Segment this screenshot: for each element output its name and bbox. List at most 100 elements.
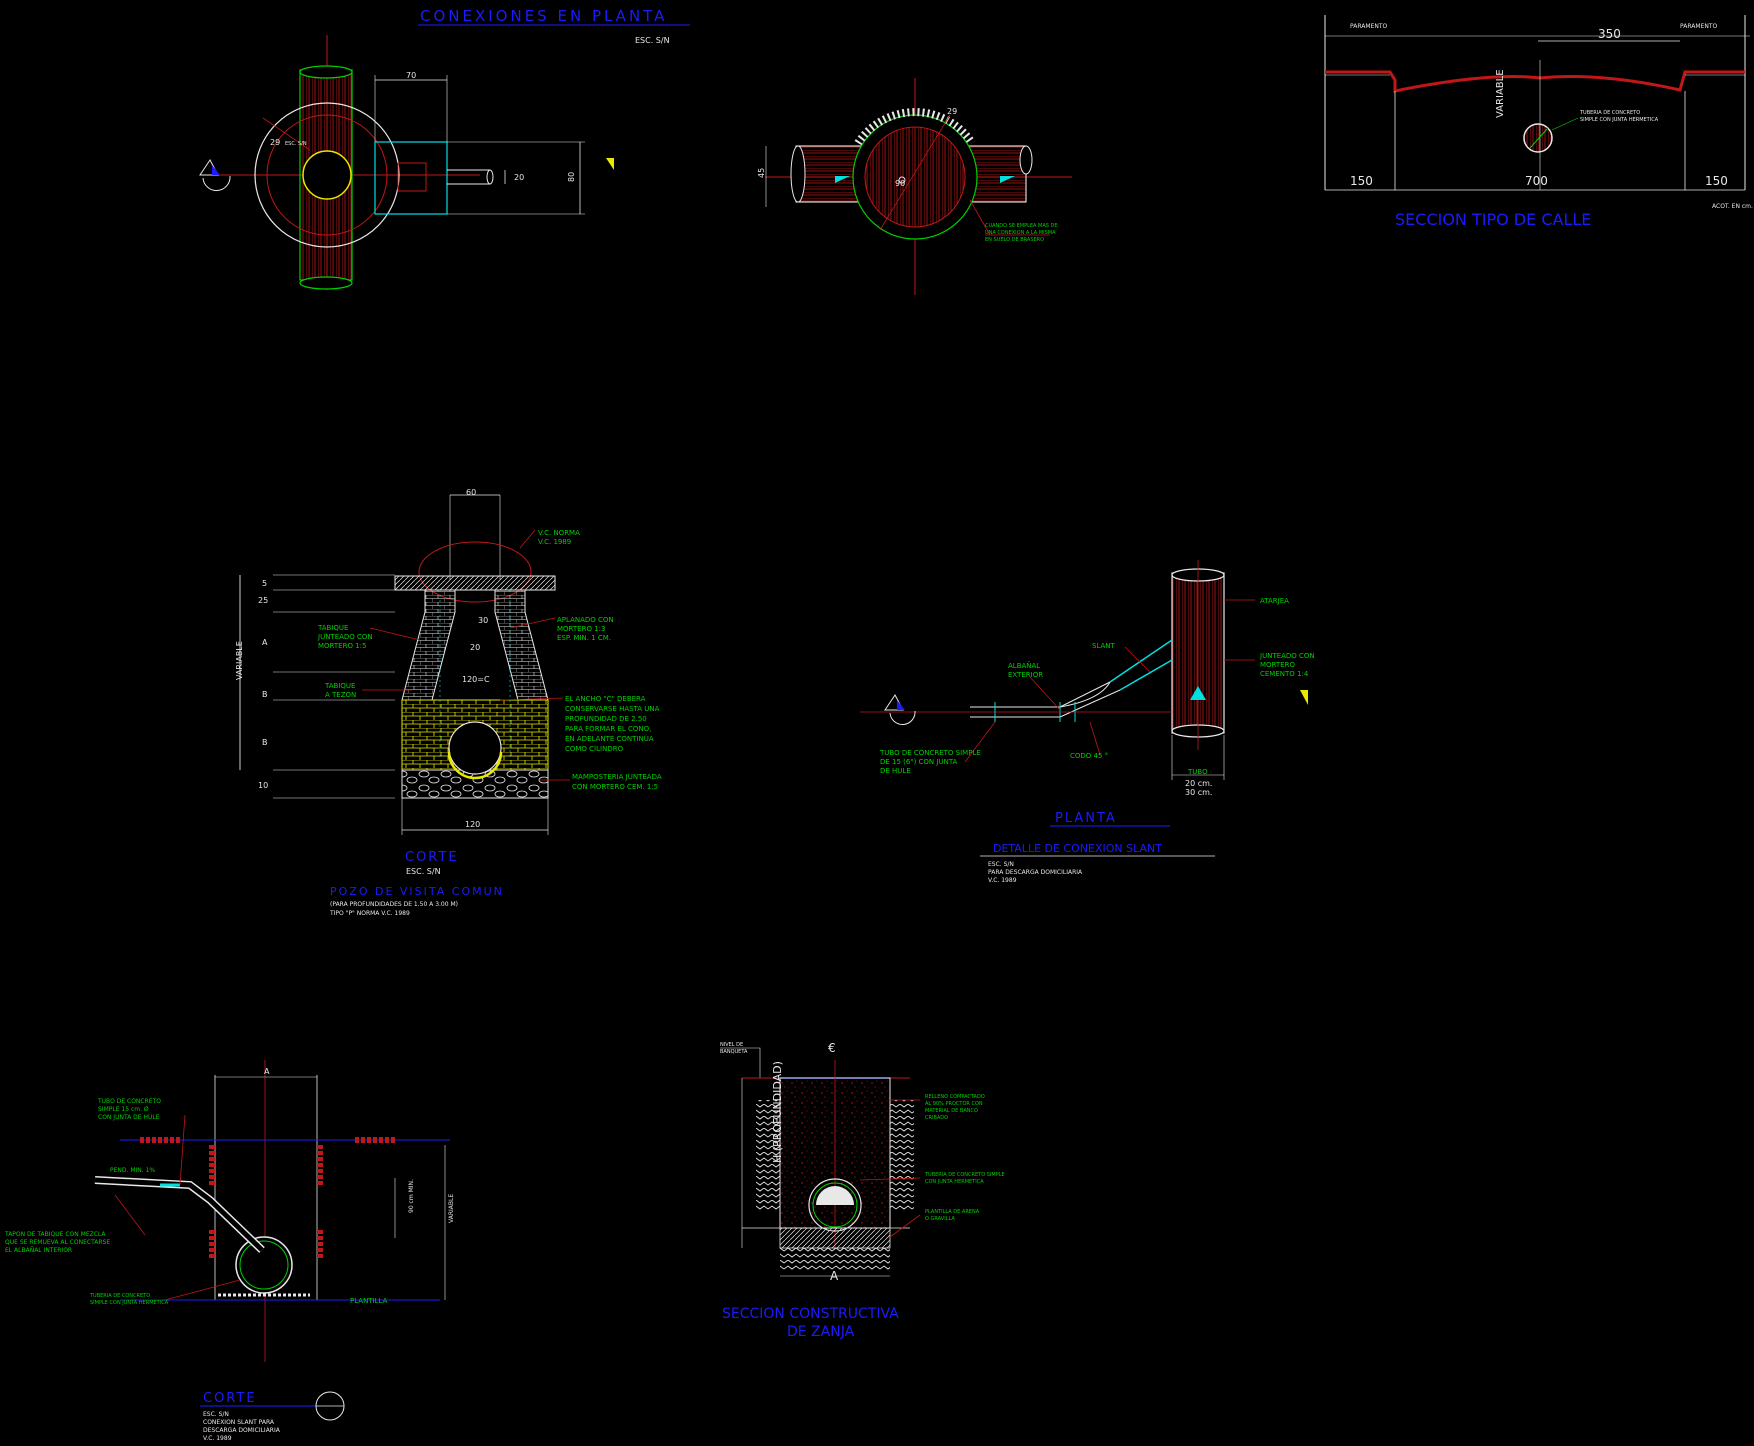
zanja-a: A [830, 1269, 839, 1283]
tabique-note-1: TABIQUE [317, 624, 348, 632]
dim-tubo: TUBO [1187, 768, 1208, 776]
title-pozo: POZO DE VISITA COMUN [330, 885, 504, 898]
zanja-plantilla-1: PLANTILLA DE ARENA [925, 1209, 980, 1215]
relleno-3: MATERIAL DE BANCO [925, 1108, 978, 1114]
pozo-sub-1: (PARA PROFUNDIDADES DE 1.50 A 3.00 M) [330, 901, 458, 908]
section-marker-right-1 [606, 158, 614, 170]
dim-150-right: 150 [1705, 174, 1728, 188]
title-planta: PLANTA [1055, 811, 1117, 826]
radius-esc-label: ESC. S/N [285, 141, 307, 147]
plan-connection-1: 70 20 80 29 ESC. S/N [199, 35, 614, 290]
pozo-variable: VARIABLE [235, 641, 244, 680]
corte2-sub-1: CONEXION SLANT PARA [203, 1419, 275, 1426]
corte2-tapon-1: TAPON DE TABIQUE CON MEZCLA [4, 1231, 106, 1238]
street-note-2: SIMPLE CON JUNTA HERMETICA [1580, 117, 1659, 123]
title-seccion-calle: SECCION TIPO DE CALLE [1395, 210, 1591, 229]
note-conexion-3: EN SUELO DE BRASERO [985, 237, 1044, 243]
note-conexion-2: UNA CONEXION A LA MISMA [985, 230, 1056, 236]
paramento-right: PARAMENTO [1680, 23, 1717, 30]
corte2-scale: ESC. S/N [203, 1411, 229, 1418]
dim-700: 700 [1525, 174, 1548, 188]
codo-label: CODO 45 ° [1070, 752, 1108, 760]
dim-20: 20 [514, 173, 524, 182]
plan-connection-2: 90 29 45 CUANDO SE EMPLEA MAS DE UNA CON… [757, 78, 1072, 295]
pozo-dim-25: 25 [258, 596, 268, 605]
section-marker-left-2 [884, 694, 916, 725]
dim-20cm: 20 cm. [1185, 779, 1212, 788]
section-marker-right-2 [1300, 690, 1308, 705]
mamposteria-note-1: MAMPOSTERIA JUNTEADA [572, 773, 662, 781]
pozo-dim-5: 5 [262, 579, 267, 588]
tubo-note-3: DE HULE [880, 767, 911, 775]
brocal-note-2: V.C. 1989 [538, 538, 571, 546]
title-corte: CORTE [405, 850, 459, 865]
corte2-tubo-3: CON JUNTA DE HULE [98, 1114, 160, 1121]
eje-label: € [828, 1041, 836, 1055]
corte2-tuberia-2: SIMPLE CON JUNTA HERMETICA [90, 1300, 169, 1306]
aplanado-note-1: APLANADO CON [557, 616, 614, 624]
slant-connection-plan: ATARJEA JUNTEADO CON MORTERO CEMENTO 1:4… [860, 560, 1315, 884]
dim-150-left: 150 [1350, 174, 1373, 188]
acot-label: ACOT. EN cm. [1712, 203, 1753, 210]
corte2-tapon-2: QUE SE REMUEVA AL CONECTARSE [5, 1239, 110, 1246]
ancho-note-6: COMO CILINDRO [565, 745, 624, 753]
dim-80: 80 [567, 172, 576, 182]
pozo-dim-60: 60 [466, 488, 476, 497]
nivel-2: BANQUETA [720, 1049, 748, 1055]
trench-section: NIVEL DE BANQUETA € H (PROFUNDIDAD) A RE… [720, 1041, 1005, 1340]
title-zanja-1: SECCION CONSTRUCTIVA [722, 1306, 899, 1322]
title-conexiones-scale: ESC. S/N [635, 36, 670, 45]
profundidad-label: H (PROFUNDIDAD) [771, 1061, 784, 1163]
ancho-note-3: PROFUNDIDAD DE 2.50 [565, 715, 647, 723]
corte-scale: ESC. S/N [406, 867, 441, 876]
title-conexiones-text: CONEXIONES EN PLANTA [420, 7, 667, 25]
aplanado-note-3: ESP. MIN. 1 CM. [557, 634, 611, 642]
relleno-4: CRIBADO [925, 1115, 948, 1121]
corte2-plantilla: PLANTILLA [350, 1297, 388, 1305]
corte2-tubo-1: TUBO DE CONCRETO [97, 1098, 161, 1105]
street-section: PARAMENTO PARAMENTO 350 150 700 150 VARI… [1324, 15, 1753, 229]
slant-section: A 90 cm MIN. VARIABLE TUBO DE CONCRETO S… [4, 1060, 455, 1442]
pozo-b1: B [262, 690, 268, 699]
atarjea-label: ATARJEA [1260, 597, 1289, 605]
variable-label: VARIABLE [1495, 69, 1506, 118]
dim-70: 70 [406, 71, 416, 80]
brocal-note-1: V.C. NORMA [538, 529, 580, 537]
tubo-note-1: TUBO DE CONCRETO SIMPLE [879, 749, 981, 757]
pozo-b2: B [262, 738, 268, 747]
pozo-dim-30: 30 [478, 616, 488, 625]
section-marker-left-1 [199, 159, 231, 191]
relleno-1: RELLENO COMPACTADO [925, 1094, 985, 1100]
mamposteria-note-2: CON MORTERO CEM. 1:5 [572, 783, 658, 791]
corte2-tapon-3: EL ALBAÑAL INTERIOR [5, 1247, 72, 1254]
corte2-variable: VARIABLE [448, 1194, 455, 1223]
zanja-tuberia-2: CON JUNTA HERMETICA [925, 1179, 984, 1185]
albanal-1: ALBAÑAL [1008, 661, 1040, 670]
dim-90min: 90 cm MIN. [408, 1179, 415, 1213]
corte2-sub-3: V.C. 1989 [203, 1435, 232, 1442]
corte2-pend: PEND. MIN. 1% [110, 1167, 155, 1174]
detalle-sub-2: V.C. 1989 [988, 877, 1017, 884]
corte2-tuberia-1: TUBERIA DE CONCRETO [89, 1293, 150, 1299]
aplanado-note-2: MORTERO 1:3 [557, 625, 605, 633]
detalle-sub-1: PARA DESCARGA DOMICILIARIA [988, 869, 1083, 876]
relleno-2: AL 90% PROCTOR CON [925, 1101, 983, 1107]
tabique-note-3: MORTERO 1:5 [318, 642, 366, 650]
tabique-note-2: JUNTEADO CON [317, 633, 373, 641]
tabique-note-4: TABIQUE [324, 682, 355, 690]
zanja-tuberia-1: TUBERIA DE CONCRETO SIMPLE [924, 1172, 1005, 1178]
albanal-2: EXTERIOR [1008, 671, 1043, 679]
zanja-plantilla-2: O GRAVILLA [925, 1216, 955, 1222]
ancho-note-2: CONSERVARSE HASTA UNA [565, 705, 660, 713]
tubo-note-2: DE 15 (6") CON JUNTA [880, 758, 958, 766]
pozo-dim-c: 120=C [462, 675, 490, 684]
radius-29-label-2: 29 [947, 107, 957, 116]
dim-350: 350 [1598, 27, 1621, 41]
pozo-sub-2: TIPO "P" NORMA V.C. 1989 [329, 910, 410, 917]
dim-90-diag: 90 [895, 179, 905, 188]
corte2-tubo-2: SIMPLE 15 cm. Ø [98, 1106, 149, 1113]
paramento-left: PARAMENTO [1350, 23, 1387, 30]
title-detalle: DETALLE DE CONEXION SLANT [993, 842, 1162, 855]
slant-label: SLANT [1092, 642, 1116, 650]
